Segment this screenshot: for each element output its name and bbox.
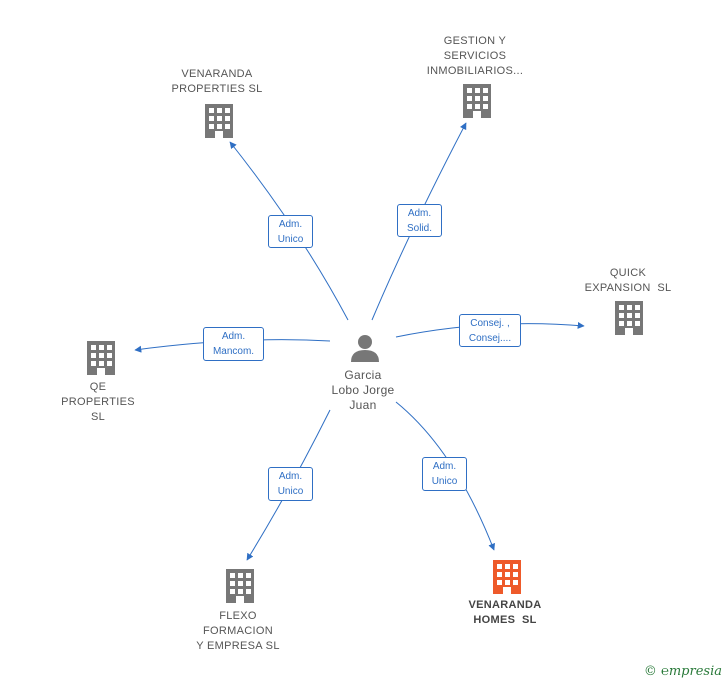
company-label-venaranda-properties[interactable]: VENARANDA PROPERTIES SL (171, 68, 263, 95)
relation-label[interactable]: Consej. , Consej.... (459, 314, 521, 347)
building-icon[interactable] (463, 84, 491, 118)
company-label-gestion-servicios[interactable]: GESTION Y SERVICIOS INMOBILIARIOS... (426, 35, 524, 77)
building-icon[interactable] (205, 104, 233, 138)
building-main-icon[interactable] (493, 560, 521, 594)
relation-label[interactable]: Adm. Unico (422, 457, 467, 491)
person-label[interactable]: Garcia Lobo Jorge Juan (331, 368, 395, 412)
company-label-flexo-formacion[interactable]: FLEXO FORMACION Y EMPRESA SL (196, 610, 280, 652)
building-icon[interactable] (226, 569, 254, 603)
relation-label[interactable]: Adm. Unico (268, 215, 313, 248)
building-icon[interactable] (87, 341, 115, 375)
relation-label[interactable]: Adm. Unico (268, 467, 313, 501)
relation-label[interactable]: Adm. Solid. (397, 204, 442, 237)
copyright-brand: © ℮mpresia (643, 664, 722, 679)
company-label-quick-expansion[interactable]: QUICK EXPANSION SL (584, 267, 672, 294)
person-icon[interactable] (351, 335, 379, 362)
building-icon[interactable] (615, 301, 643, 335)
relation-label[interactable]: Adm. Mancom. (203, 327, 264, 361)
company-label-venaranda-homes[interactable]: VENARANDA HOMES SL (468, 599, 542, 626)
company-label-qe-properties[interactable]: QE PROPERTIES SL (61, 381, 135, 423)
